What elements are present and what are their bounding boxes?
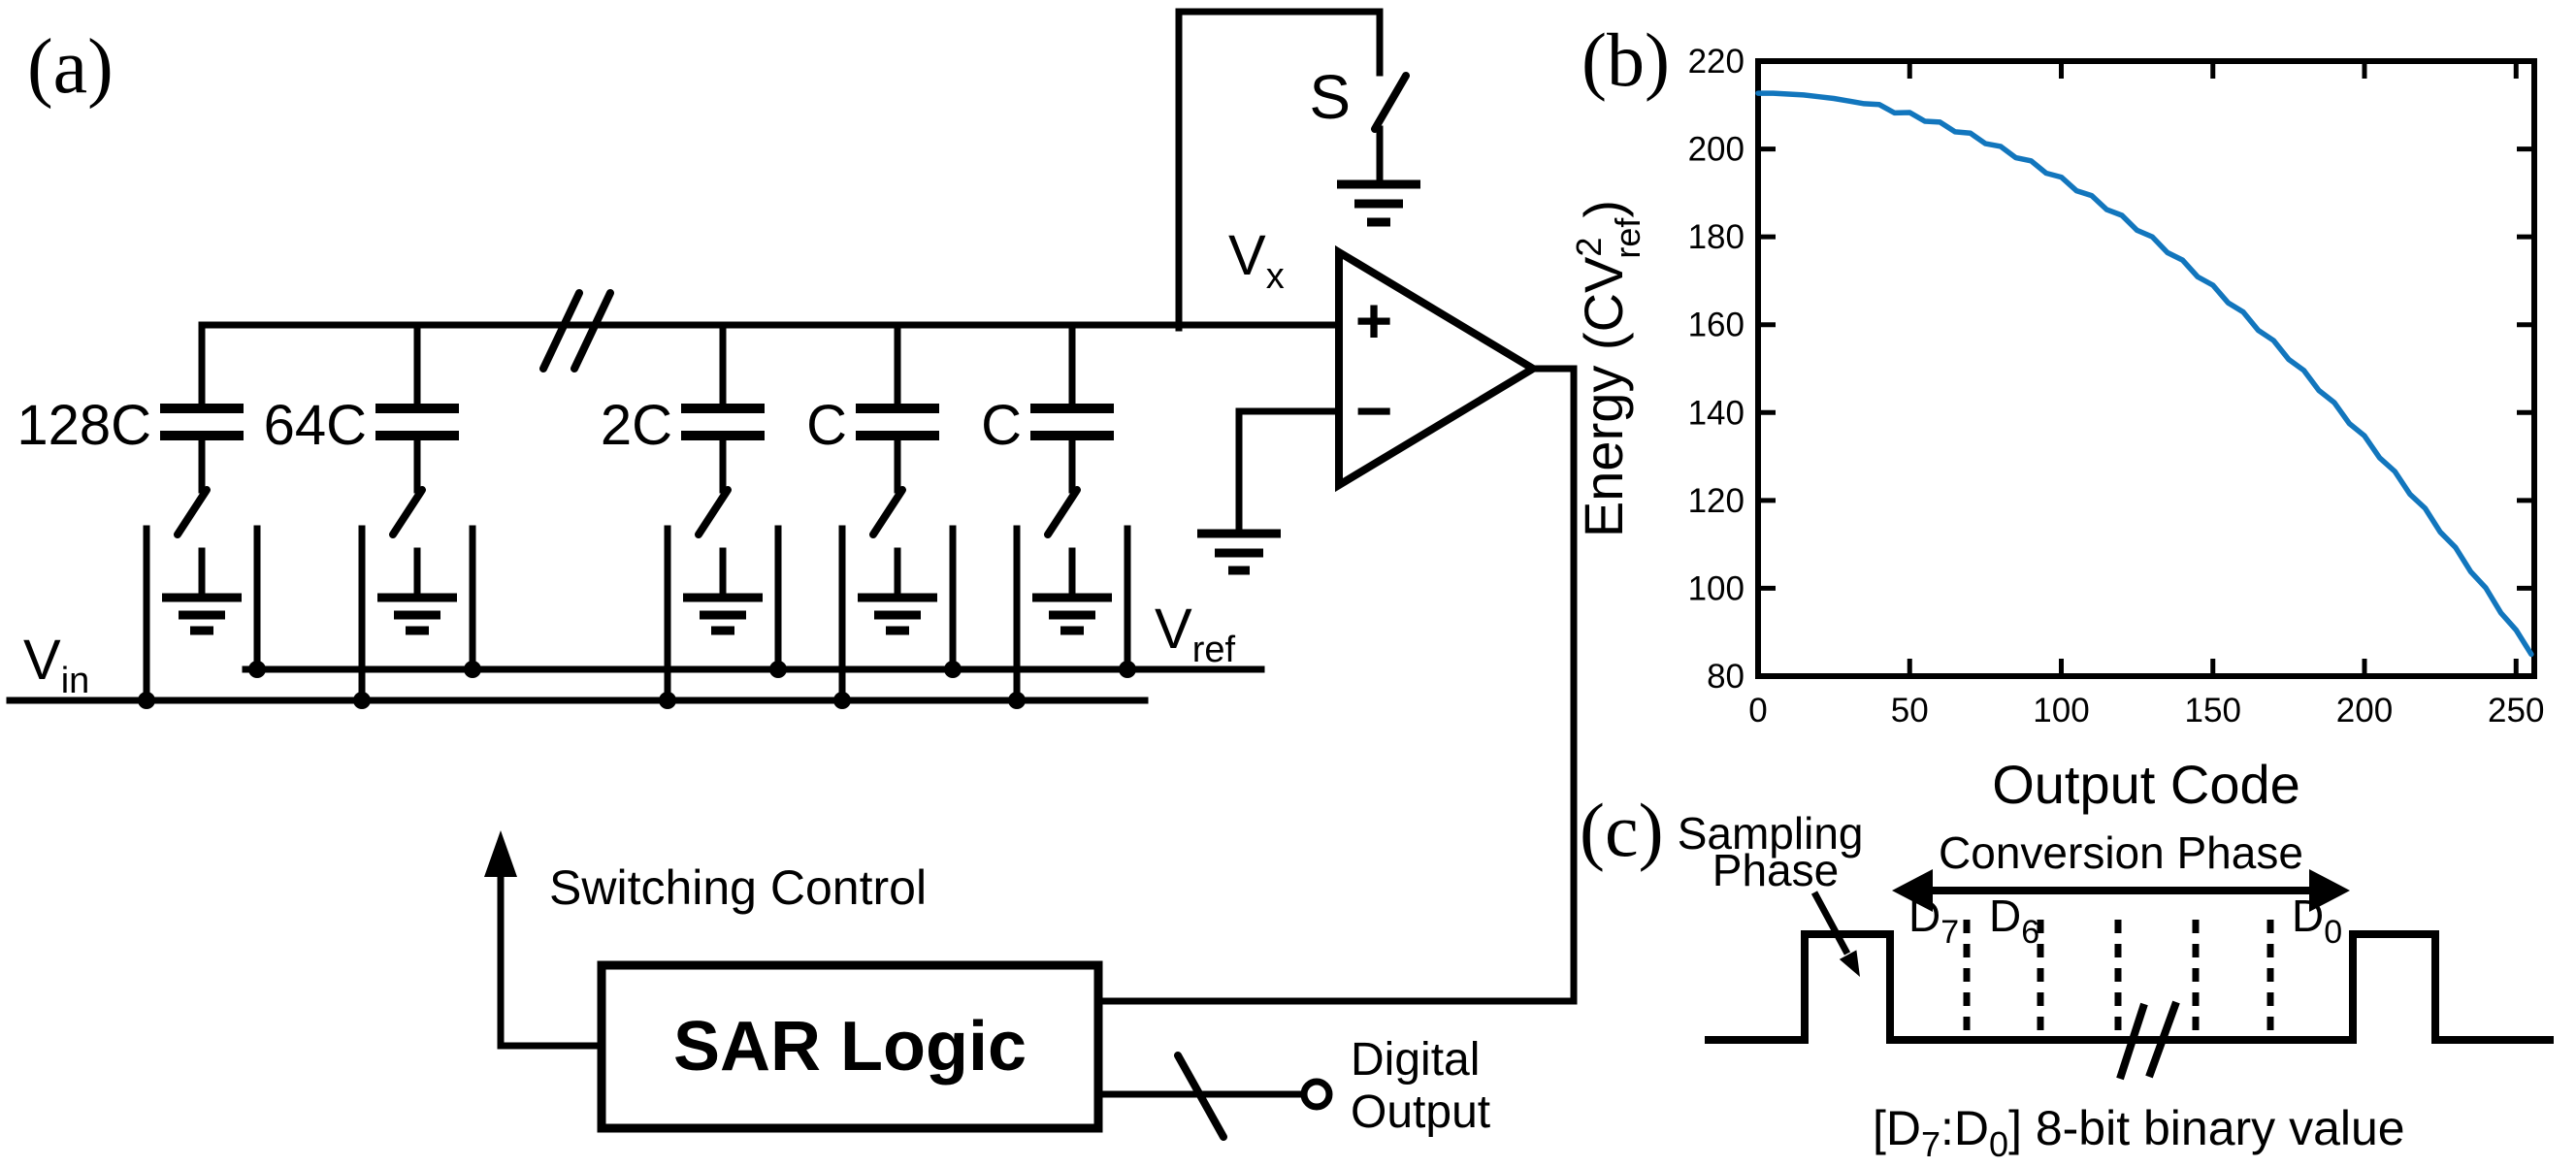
cap-value-label: C [806, 394, 847, 457]
cap-value-label: C [981, 394, 1022, 457]
capacitor-branch-c2: C [981, 321, 1136, 709]
arrowhead-left-icon [1892, 869, 1933, 912]
switch-blade-icon [174, 486, 211, 538]
bit-label-d7: D7 [1908, 891, 1959, 951]
arrowhead-icon [1839, 950, 1860, 977]
sampling-switch-s: S [1175, 8, 1420, 332]
panel-b-energy-chart: (b) 0 50 100 150 200 250 80 100 120 140 160 180 200… [1569, 17, 2544, 815]
capacitor-branch-c1: C [806, 321, 962, 709]
arrow-up-icon [484, 830, 517, 877]
rail-break-icon [539, 289, 614, 373]
x-tick-label: 100 [2033, 692, 2089, 729]
switching-control-label: Switching Control [549, 860, 927, 915]
comparator-minus-input: − [1355, 374, 1393, 446]
cap-value-label: 64C [264, 394, 367, 457]
bus-slash-icon [1174, 1052, 1227, 1141]
plot-area [1755, 58, 2537, 679]
x-axis-label: Output Code [1992, 754, 2300, 815]
panel-a-circuit-diagram: (a) 128C 64C 2C C C Vin Vref S [6, 8, 1578, 1141]
vin-node-label: Vin [23, 629, 89, 701]
y-tick-label: 160 [1688, 307, 1745, 344]
capacitor-branch-64c: 64C [264, 321, 481, 709]
comparator: + − [1197, 244, 1541, 575]
switch-blade-icon [1371, 72, 1410, 133]
digital-output-label-line1: Digital [1351, 1034, 1480, 1086]
time-break-icon [2116, 1000, 2180, 1081]
switch-s-label: S [1309, 62, 1351, 132]
y-tick-label: 200 [1688, 131, 1745, 169]
conversion-phase-span-arrow [1892, 869, 2350, 912]
x-tick-label: 250 [2488, 692, 2544, 729]
capacitor-branch-2c: 2C [601, 321, 787, 709]
sar-logic-label: SAR Logic [673, 1008, 1027, 1086]
y-tick-label: 180 [1688, 218, 1745, 256]
y-ticks: 80 100 120 140 160 180 200 220 [1688, 43, 2534, 696]
chart-curve [1755, 90, 2534, 658]
x-tick-label: 150 [2185, 692, 2241, 729]
vx-node-label: Vx [1228, 224, 1285, 297]
y-tick-label: 120 [1688, 482, 1745, 520]
panel-a-label: (a) [27, 24, 114, 110]
x-tick-label: 200 [2336, 692, 2393, 729]
y-tick-label: 140 [1688, 394, 1745, 432]
sampling-phase-pointer [1810, 891, 1860, 977]
switch-blade-icon [1044, 486, 1081, 538]
y-axis-label: Energy (CV2ref) [1569, 200, 1647, 537]
switch-blade-icon [869, 486, 906, 538]
cap-value-label: 2C [601, 394, 672, 457]
sampling-phase-label: Sampling Phase [1678, 808, 1876, 895]
ground-icon [1337, 179, 1420, 227]
bit-separators [1963, 920, 2274, 1040]
y-tick-label: 80 [1707, 658, 1745, 696]
bit-label-d0: D0 [2292, 891, 2342, 951]
comparator-output-wire [1094, 365, 1578, 1005]
y-tick-label: 220 [1688, 43, 1745, 81]
capacitor-branch-128c: 128C [16, 321, 266, 709]
vref-node-label: Vref [1155, 598, 1235, 670]
switching-control: Switching Control [484, 830, 927, 1050]
output-terminal-icon [1300, 1078, 1333, 1111]
x-tick-label: 0 [1748, 692, 1767, 729]
comparator-plus-input: + [1355, 284, 1393, 356]
digital-output: Digital Output [1094, 1034, 1490, 1141]
bit-label-d6: D6 [1989, 891, 2039, 951]
x-tick-label: 50 [1891, 692, 1929, 729]
cap-value-label: 128C [16, 394, 151, 457]
clock-waveform [1705, 930, 2554, 1044]
x-ticks: 0 50 100 150 200 250 [1748, 61, 2544, 729]
timing-caption: [D7:D0] 8-bit binary value [1873, 1101, 2405, 1164]
y-tick-label: 100 [1688, 569, 1745, 607]
panel-c-label: (c) [1580, 788, 1664, 872]
arrowhead-right-icon [2309, 869, 2350, 912]
switch-blade-icon [389, 486, 426, 538]
switch-blade-icon [695, 486, 732, 538]
ground-icon [1197, 529, 1281, 575]
panel-c-timing-diagram: (c) Sampling Phase Conversion Phase [1580, 788, 2554, 1164]
panel-b-label: (b) [1581, 17, 1670, 102]
conversion-phase-label: Conversion Phase [1939, 827, 2303, 878]
digital-output-label-line2: Output [1351, 1086, 1490, 1138]
sar-logic-block: SAR Logic [597, 960, 1103, 1133]
minus-input-wire [1235, 407, 1343, 534]
